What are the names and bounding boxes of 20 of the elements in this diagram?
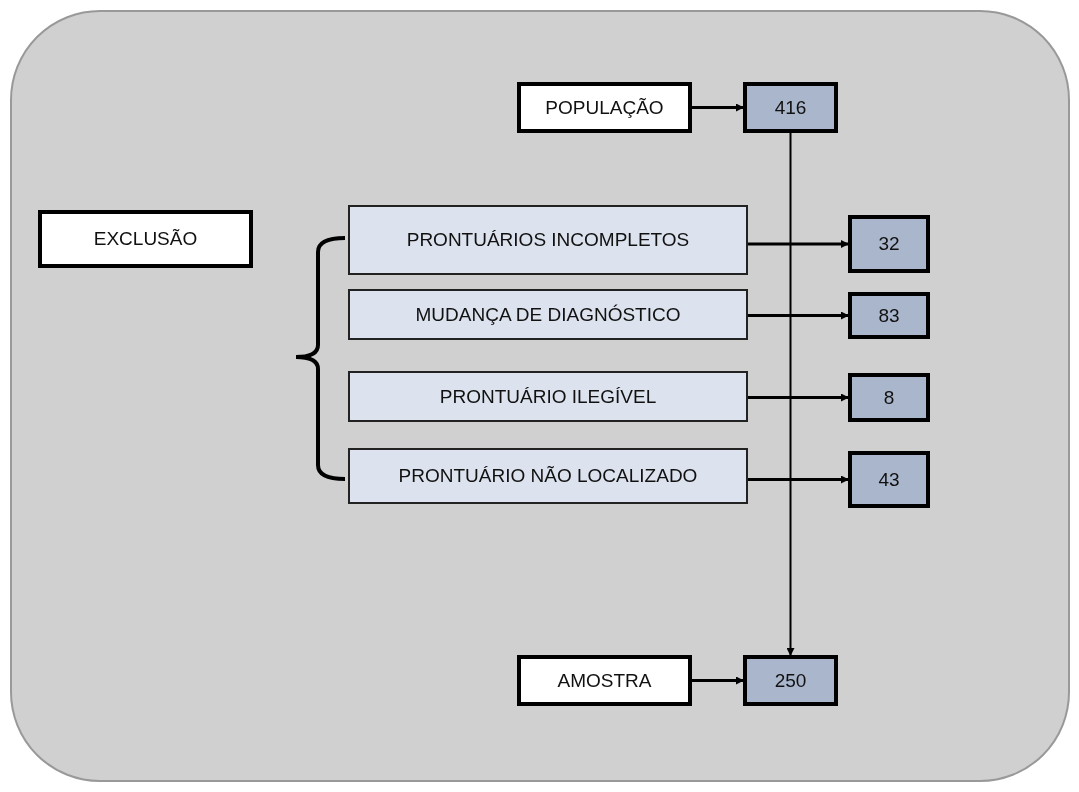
label-box: AMOSTRA: [517, 655, 692, 706]
criterion-box: PRONTUÁRIOS INCOMPLETOS: [348, 205, 748, 275]
count-box: 416: [743, 82, 838, 133]
criterion-box: MUDANÇA DE DIAGNÓSTICO: [348, 289, 748, 340]
arrow: [748, 311, 849, 320]
count-box: 43: [848, 451, 930, 508]
label-box: POPULAÇÃO: [517, 82, 692, 133]
arrow: [692, 676, 744, 685]
criterion-box: PRONTUÁRIO ILEGÍVEL: [348, 371, 748, 422]
count-box: 32: [848, 215, 930, 273]
arrow: [748, 475, 849, 484]
count-box: 250: [743, 655, 838, 706]
arrow: [786, 132, 795, 656]
count-box: 83: [848, 292, 930, 339]
arrow: [748, 240, 849, 248]
count-box: 8: [848, 373, 930, 422]
label-box: EXCLUSÃO: [38, 210, 253, 268]
criterion-box: PRONTUÁRIO NÃO LOCALIZADO: [348, 448, 748, 504]
arrow: [692, 103, 744, 112]
arrow: [748, 393, 849, 402]
